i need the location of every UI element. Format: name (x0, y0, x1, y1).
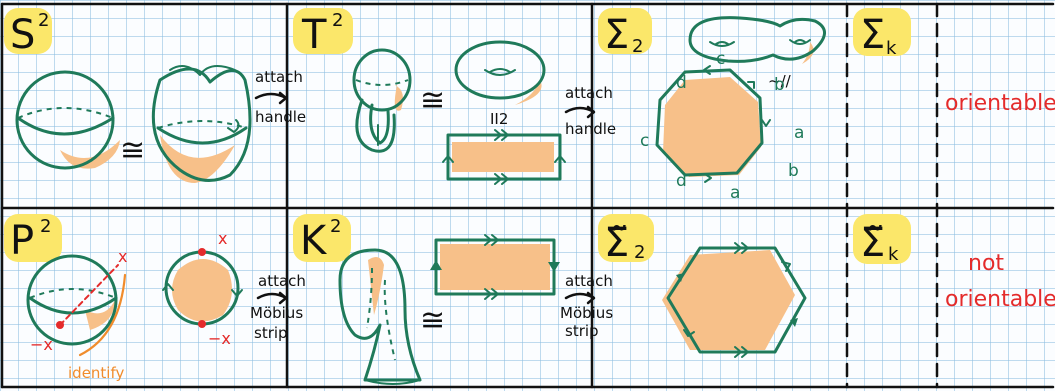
double-torus (690, 18, 825, 64)
orientable-label-2: orientable (945, 287, 1055, 312)
iso-1: ≅ (120, 133, 145, 168)
p2-symbol: P (10, 218, 34, 264)
edge-a-1: a (794, 123, 804, 143)
attach-handle-2: attach handle (565, 84, 616, 138)
p2-superscript: 2 (40, 216, 51, 237)
sigma2t-symbol: Σ̃ (604, 220, 629, 266)
attach-mobius-1-line3: strip (254, 324, 288, 342)
projective-disk (163, 248, 242, 328)
klein-bottle (340, 250, 420, 384)
attach-handle-1-line1: attach (255, 68, 303, 86)
hexagon (662, 243, 805, 357)
t2-symbol: T (301, 12, 327, 58)
orientable-label: orientable (945, 91, 1055, 116)
edge-c-1: c (716, 49, 725, 69)
attach-mobius-1-line1: attach (258, 272, 306, 290)
sigmak-subscript: k (886, 38, 897, 59)
edge-b-2: b (788, 161, 799, 181)
deformed-sphere (153, 66, 250, 183)
k2-superscript: 2 (330, 216, 341, 237)
iso-4: ≅ (420, 303, 445, 338)
sigmakt-subscript: k (888, 244, 899, 265)
torus-square (443, 130, 565, 184)
attach-mobius-2-line1: attach (565, 272, 613, 290)
point-x-disk: x (218, 229, 227, 248)
sphere-s2 (17, 72, 120, 169)
edge-a-2: a (730, 183, 740, 203)
point-negx-disk: −x (208, 329, 231, 348)
edge-b-1: b (774, 75, 785, 95)
sigma2-subscript: 2 (632, 36, 643, 57)
klein-square (430, 235, 560, 299)
edge-c-2: c (640, 131, 649, 151)
point-negx-sphere: −x (30, 335, 53, 354)
attach-mobius-1: attach Möbius strip (250, 272, 306, 342)
k2-symbol: K (300, 218, 328, 264)
octagon (657, 66, 770, 182)
attach-handle-1: attach handle (255, 68, 306, 126)
s2-symbol: S (10, 12, 35, 58)
sigma2t-subscript: 2 (634, 242, 645, 263)
iso-2: ≅ (420, 83, 445, 118)
iso-rotated: II2 (490, 110, 508, 128)
attach-handle-2-line2: handle (565, 120, 616, 138)
t2-superscript: 2 (332, 10, 343, 31)
attach-mobius-2: attach Möbius strip (560, 272, 613, 340)
identify-label: identify (68, 364, 124, 382)
edge-d-1: d (676, 73, 687, 93)
edge-d-2: d (676, 171, 687, 191)
not-label: not (968, 251, 1004, 276)
sigmakt-symbol: Σ̃ (860, 220, 885, 266)
sphere-with-handle (354, 50, 410, 151)
attach-handle-1-line2: handle (255, 108, 306, 126)
attach-mobius-2-line2: Möbius (560, 304, 613, 322)
s2-superscript: 2 (38, 10, 49, 31)
attach-mobius-2-line3: strip (565, 322, 599, 340)
point-x-sphere: x (118, 247, 127, 266)
attach-mobius-1-line2: Möbius (250, 304, 303, 322)
torus (456, 42, 544, 105)
attach-handle-2-line1: attach (565, 84, 613, 102)
sigmak-symbol: Σ (860, 12, 885, 58)
sigma2-symbol: Σ (604, 12, 629, 58)
